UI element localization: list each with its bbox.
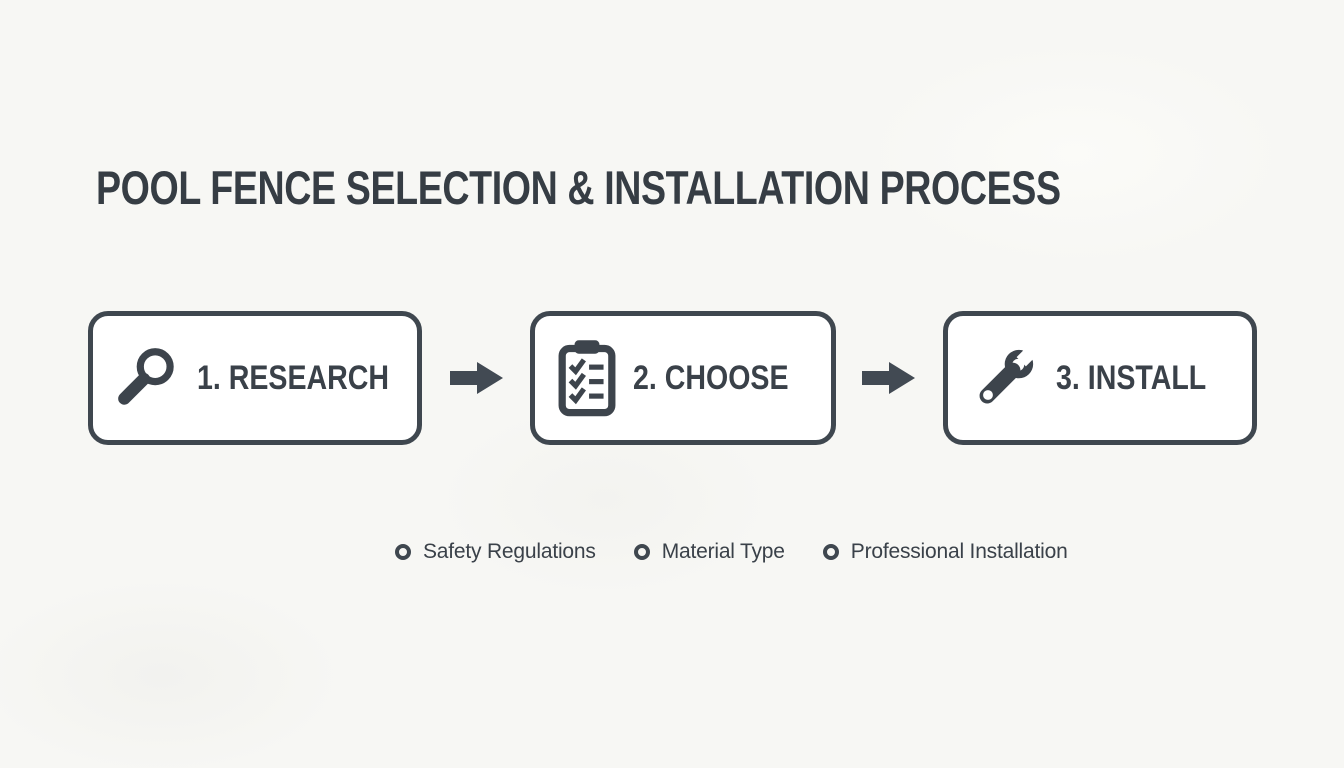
step-box-research: 1. RESEARCH (88, 311, 422, 445)
legend-label: Material Type (661, 540, 785, 563)
wrench-icon (970, 343, 1040, 413)
legend-item-safety-regulations: Safety Regulations (395, 540, 596, 564)
legend-item-professional-installation: Professional Installation (822, 540, 1068, 564)
legend-item-material-type: Material Type (633, 540, 785, 564)
step-label-research: 1. RESEARCH (197, 358, 390, 397)
arrow-right-icon (450, 360, 504, 396)
checklist-clipboard-icon (557, 339, 617, 417)
circle-bullet-icon (395, 544, 411, 560)
legend-row: Safety Regulations Material Type Profess… (395, 540, 1068, 564)
step-box-install: 3. INSTALL (943, 311, 1257, 445)
circle-bullet-icon (822, 544, 839, 560)
step-label-choose: 2. CHOOSE (633, 358, 789, 397)
circle-bullet-icon (633, 544, 650, 560)
step-label-install: 3. INSTALL (1056, 358, 1207, 397)
legend-label: Safety Regulations (423, 540, 596, 563)
arrow-right-icon (862, 360, 916, 396)
page-title: POOL FENCE SELECTION & INSTALLATION PROC… (96, 161, 1061, 214)
step-box-choose: 2. CHOOSE (530, 311, 836, 445)
legend-label: Professional Installation (850, 540, 1068, 563)
magnifier-icon (115, 342, 181, 414)
